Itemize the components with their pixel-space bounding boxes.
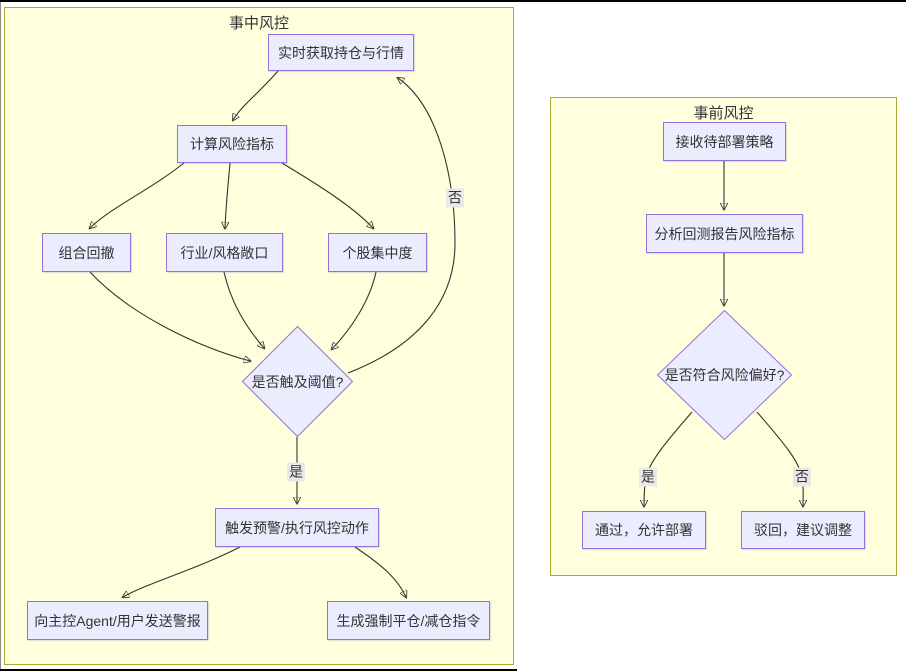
node-realtime-positions: 实时获取持仓与行情	[268, 34, 414, 71]
page-bottom-border	[0, 669, 517, 671]
node-approve-deploy: 通过，允许部署	[582, 511, 706, 549]
node-trigger-action: 触发预警/执行风控动作	[215, 508, 379, 547]
decision-risk-preference-label: 是否符合风险偏好?	[664, 367, 785, 383]
edge-concentration-to-threshold	[332, 271, 377, 349]
node-force-close-order-label: 生成强制平仓/减仓指令	[336, 612, 481, 629]
diamond-shape	[242, 326, 353, 437]
node-analyze-backtest-label: 分析回测报告风险指标	[654, 225, 795, 242]
decision-threshold-label: 是否触及阈值?	[251, 373, 344, 390]
node-realtime-positions-label: 实时获取持仓与行情	[278, 44, 404, 61]
page-left-border	[0, 2, 1, 669]
edge-calc-to-drawdown	[90, 162, 185, 228]
decision-threshold: 是否触及阈值?	[242, 326, 353, 437]
node-portfolio-drawdown: 组合回撤	[42, 233, 131, 272]
edge-trigger-to-order	[354, 546, 406, 597]
node-approve-deploy-label: 通过，允许部署	[595, 522, 693, 538]
node-trigger-action-label: 触发预警/执行风控动作	[225, 519, 369, 536]
cluster-during-risk: 事中风控	[4, 7, 514, 665]
edge-label-no-reject: 否	[793, 467, 811, 487]
edge-calc-to-concentration	[281, 162, 373, 228]
diamond-shape	[657, 310, 792, 440]
node-receive-strategy-label: 接收待部署策略	[675, 133, 774, 150]
edge-label-yes-approve: 是	[639, 467, 657, 487]
edge-trigger-to-alert	[123, 546, 241, 597]
edge-calc-to-exposure	[225, 162, 231, 228]
node-reject-adjust-label: 驳回，建议调整	[754, 522, 852, 538]
node-style-exposure-label: 行业/风格敞口	[180, 244, 269, 261]
edge-label-yes-trigger: 是	[287, 462, 305, 482]
edge-realtime-to-calc	[233, 70, 279, 120]
node-calc-risk-metrics-label: 计算风险指标	[190, 136, 274, 152]
node-stock-concentration: 个股集中度	[328, 233, 427, 272]
node-analyze-backtest: 分析回测报告风险指标	[646, 214, 803, 253]
node-send-alert: 向主控Agent/用户发送警报	[27, 601, 208, 640]
edge-label-no-loop: 否	[446, 188, 464, 208]
decision-risk-preference: 是否符合风险偏好?	[657, 310, 792, 440]
node-style-exposure: 行业/风格敞口	[166, 233, 283, 272]
node-stock-concentration-label: 个股集中度	[342, 244, 413, 261]
node-portfolio-drawdown-label: 组合回撤	[58, 244, 115, 261]
node-send-alert-label: 向主控Agent/用户发送警报	[34, 612, 201, 629]
page-top-border	[0, 0, 906, 2]
edge-drawdown-to-threshold	[89, 271, 250, 361]
edge-threshold-no-loop	[347, 78, 456, 374]
node-calc-risk-metrics: 计算风险指标	[177, 125, 287, 163]
cluster-pre-risk-title: 事前风控	[693, 105, 754, 122]
node-receive-strategy: 接收待部署策略	[663, 122, 786, 161]
cluster-during-risk-title: 事中风控	[228, 15, 289, 32]
node-reject-adjust: 驳回，建议调整	[741, 511, 865, 549]
node-force-close-order: 生成强制平仓/减仓指令	[327, 601, 490, 640]
edge-exposure-to-threshold	[223, 271, 264, 348]
